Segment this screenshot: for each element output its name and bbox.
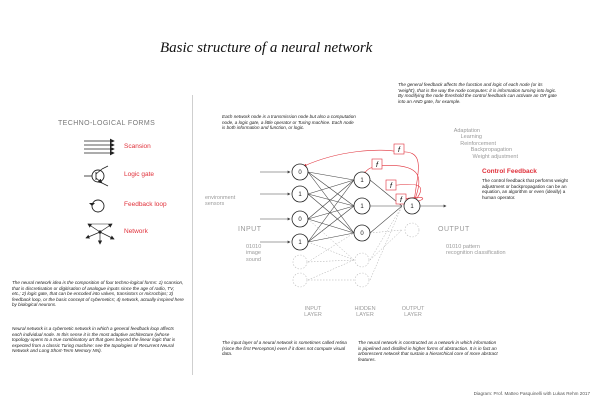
divider bbox=[192, 95, 193, 375]
node-value: 0 bbox=[360, 231, 364, 237]
node-text: Each network node is a transmission node… bbox=[222, 114, 356, 131]
bottom-output-text: The neural network is constructed as a n… bbox=[358, 340, 498, 362]
function-box-3 bbox=[385, 179, 397, 191]
bottom-input-text: The input layer of a neural network is s… bbox=[222, 340, 347, 357]
output-sub-label: 01010 pattern recognition classification bbox=[446, 244, 506, 257]
page-title: Basic structure of a neural network bbox=[160, 40, 373, 56]
left-text-p2: Neural network is a cybernetic network i… bbox=[12, 326, 176, 354]
input-node bbox=[291, 233, 309, 251]
adaptation-labels: Adaptation Learning Reinforcement Backpr… bbox=[448, 128, 518, 160]
node-value: 1 bbox=[360, 204, 364, 210]
hidden-layer-label: HIDDEN LAYER bbox=[354, 306, 376, 319]
credit-text: Diagram: Prof. Matteo Pasquinelli with L… bbox=[473, 391, 590, 396]
input-hidden-connections bbox=[307, 171, 403, 243]
faded-nodes bbox=[292, 222, 420, 288]
reinforcement-label: Reinforcement bbox=[460, 140, 496, 147]
hidden-node bbox=[353, 171, 371, 189]
output-layer-label: OUTPUT LAYER bbox=[401, 306, 425, 319]
hidden-node bbox=[353, 224, 371, 242]
function-box-2 bbox=[371, 158, 383, 170]
form-label-network: Network bbox=[124, 228, 148, 235]
scansion-arrows-icon bbox=[84, 138, 115, 156]
function-boxes: f f f f bbox=[371, 143, 407, 205]
dotted-connections bbox=[307, 205, 403, 281]
node-value: 1 bbox=[360, 178, 364, 184]
f-label: f bbox=[398, 147, 401, 154]
f-label: f bbox=[390, 183, 393, 190]
output-node bbox=[403, 197, 421, 215]
function-box-4 bbox=[395, 193, 407, 205]
node-value: 0 bbox=[298, 170, 302, 176]
forms-heading: TECHNO-LOGICAL FORMS bbox=[58, 120, 156, 127]
backpropagation-label: Backpropagation bbox=[470, 147, 512, 154]
input-node bbox=[291, 163, 309, 181]
output-label: OUTPUT bbox=[438, 226, 470, 233]
nodes bbox=[291, 163, 421, 251]
form-label-logic-gate: Logic gate bbox=[124, 171, 154, 178]
neural-network-diagram: f f f f 0 1 0 1 1 1 0 1 bbox=[260, 143, 447, 288]
form-label-feedback-loop: Feedback loop bbox=[124, 201, 167, 208]
node-value: 1 bbox=[298, 192, 302, 198]
function-box-1 bbox=[393, 143, 405, 155]
network-icon bbox=[85, 223, 115, 245]
learning-label: Learning bbox=[460, 134, 482, 141]
hidden-node bbox=[353, 197, 371, 215]
input-layer-label: INPUT LAYER bbox=[304, 306, 322, 319]
input-label: INPUT bbox=[238, 226, 262, 233]
feedback-loop-icon bbox=[89, 199, 105, 213]
input-node bbox=[291, 185, 309, 203]
adaptation-label: Adaptation bbox=[453, 128, 480, 134]
f-label: f bbox=[400, 197, 403, 204]
form-label-scansion: Scansion bbox=[124, 143, 151, 150]
feedback-text: The general feedback affects the functio… bbox=[398, 82, 557, 104]
node-value: 1 bbox=[410, 204, 414, 210]
weight-adjustment-label: Weight adjustment bbox=[472, 153, 518, 160]
node-value: 1 bbox=[298, 240, 302, 246]
environment-sensors-label: environment sensors bbox=[205, 195, 236, 208]
control-feedback-text: The control feedback that performs weigh… bbox=[482, 178, 568, 200]
logic-gate-icon bbox=[84, 165, 109, 187]
input-node bbox=[291, 210, 309, 228]
input-sub-label: 01010 image sound bbox=[246, 244, 262, 263]
input-arrows bbox=[260, 170, 447, 244]
node-values: 0 1 0 1 1 1 0 1 bbox=[298, 170, 414, 246]
f-label: f bbox=[376, 162, 379, 169]
forms-icons bbox=[84, 138, 115, 245]
node-value: 0 bbox=[298, 217, 302, 223]
left-text-p1: The neural network idea is the compositi… bbox=[12, 280, 184, 308]
control-feedback-title: Control Feedback bbox=[482, 168, 537, 175]
